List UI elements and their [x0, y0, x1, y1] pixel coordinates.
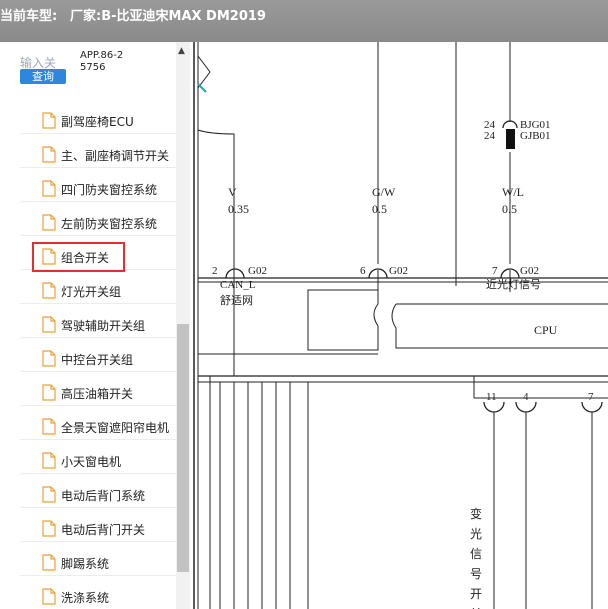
- file-item[interactable]: 副驾座椅ECU: [20, 104, 176, 134]
- file-item-label: 洗涤系统: [61, 591, 110, 605]
- file-item[interactable]: 电动后背门系统: [20, 478, 176, 508]
- top-pin-a: 24: [484, 119, 496, 131]
- file-item[interactable]: 左前防夹窗控系统: [20, 206, 176, 236]
- wiring-diagram-viewer[interactable]: V 0.35 G/W 0.5 W/L 0.5 24 BJG01 24 GJB01…: [190, 42, 608, 609]
- bottom-pin-c: 7: [588, 391, 594, 403]
- document-icon: [42, 486, 56, 503]
- selection-highlight: [32, 242, 125, 272]
- wire1-size: 0.35: [228, 202, 249, 216]
- file-item-label: 组合开关: [61, 251, 110, 265]
- bottom-pin-b: 4: [523, 391, 529, 403]
- pin1-conn: G02: [248, 265, 267, 277]
- document-icon: [42, 350, 56, 367]
- vertical-label-char: 关: [470, 607, 482, 609]
- scroll-up-arrow-icon[interactable]: ▲: [178, 46, 185, 56]
- search-button[interactable]: 查询: [20, 69, 66, 84]
- document-icon: [42, 316, 56, 333]
- search-input[interactable]: 输入关: [20, 56, 57, 70]
- document-icon: [42, 588, 56, 605]
- document-icon: [42, 418, 56, 435]
- sidebar-scrollbar[interactable]: ▲: [176, 42, 190, 609]
- app-code: APP.86-25756: [80, 50, 124, 73]
- file-item[interactable]: 驾驶辅助开关组: [20, 308, 176, 338]
- file-item-label: 脚踢系统: [61, 557, 110, 571]
- file-item-label: 中控台开关组: [61, 353, 134, 367]
- file-item-label: 四门防夹窗控系统: [61, 183, 158, 197]
- vertical-label-char: 信: [470, 547, 482, 561]
- document-icon: [42, 180, 56, 197]
- file-item[interactable]: 中控台开关组: [20, 342, 176, 372]
- wire2-color: G/W: [372, 185, 396, 199]
- file-item-label: 电动后背门系统: [61, 489, 146, 503]
- cpu-label: CPU: [534, 323, 558, 337]
- vertical-label-char: 号: [470, 567, 482, 581]
- file-item-label: 副驾座椅ECU: [61, 115, 134, 129]
- file-item[interactable]: 组合开关: [20, 240, 176, 272]
- file-item[interactable]: 洗涤系统: [20, 580, 176, 609]
- top-conn-a: BJG01: [520, 119, 551, 131]
- pin3-num: 7: [492, 265, 498, 277]
- file-item[interactable]: 四门防夹窗控系统: [20, 172, 176, 202]
- document-icon: [42, 282, 56, 299]
- document-icon: [42, 214, 56, 231]
- pin2-conn: G02: [389, 265, 408, 277]
- document-icon: [42, 384, 56, 401]
- pin1-num: 2: [212, 265, 218, 277]
- wire1-color: V: [228, 185, 237, 199]
- sidebar: 输入关 查询 APP.86-25756 副驾座椅ECU 主、副座椅调节开关四门防夹…: [0, 42, 176, 609]
- file-item-label: 全景天窗遮阳帘电机: [61, 421, 170, 435]
- pin2-num: 6: [360, 265, 366, 277]
- top-pin-b: 24: [484, 130, 496, 142]
- file-item[interactable]: 电动后背门开关: [20, 512, 176, 542]
- scroll-thumb[interactable]: [177, 324, 189, 572]
- file-item[interactable]: 脚踢系统: [20, 546, 176, 576]
- document-icon: [42, 112, 56, 129]
- file-item[interactable]: 主、副座椅调节开关: [20, 138, 176, 168]
- wire3-color: W/L: [502, 185, 524, 199]
- vertical-label-char: 光: [470, 527, 482, 541]
- document-icon: [42, 452, 56, 469]
- file-item-label: 主、副座椅调节开关: [61, 149, 170, 163]
- pin3-conn: G02: [520, 265, 539, 277]
- near-light-signal-label: 近光灯信号: [486, 277, 541, 291]
- file-item-label: 小天窗电机: [61, 455, 122, 469]
- title-bar: 当前车型: 厂家:B-比亚迪宋MAX DM2019: [0, 0, 608, 42]
- file-item-label: 高压油箱开关: [61, 387, 134, 401]
- document-icon: [42, 146, 56, 163]
- file-item-label: 电动后背门开关: [61, 523, 146, 537]
- top-conn-b: GJB01: [520, 130, 551, 142]
- vertical-label-char: 开: [470, 587, 482, 601]
- bottom-pin-a: 11: [486, 391, 497, 403]
- wiring-diagram: V 0.35 G/W 0.5 W/L 0.5 24 BJG01 24 GJB01…: [193, 42, 608, 609]
- file-item[interactable]: 灯光开关组: [20, 274, 176, 304]
- file-item-label: 灯光开关组: [61, 285, 122, 299]
- file-item[interactable]: 小天窗电机: [20, 444, 176, 474]
- document-icon: [42, 554, 56, 571]
- file-item[interactable]: 全景天窗遮阳帘电机: [20, 410, 176, 440]
- current-model-label: 当前车型:: [0, 9, 58, 24]
- file-item[interactable]: 高压油箱开关: [20, 376, 176, 406]
- document-icon: [42, 520, 56, 537]
- file-item-label: 驾驶辅助开关组: [61, 319, 146, 333]
- wire3-size: 0.5: [502, 202, 517, 216]
- dimmer-signal-switch-label: 变光信号开关: [470, 506, 482, 609]
- vertical-label-char: 变: [470, 506, 482, 521]
- document-icon: [42, 248, 56, 265]
- comfort-net-label: 舒适网: [220, 293, 253, 307]
- file-item-label: 左前防夹窗控系统: [61, 217, 158, 231]
- can-label: CAN_L: [220, 279, 256, 291]
- current-model-value: 厂家:B-比亚迪宋MAX DM2019: [70, 9, 266, 24]
- wire2-size: 0.5: [372, 202, 387, 216]
